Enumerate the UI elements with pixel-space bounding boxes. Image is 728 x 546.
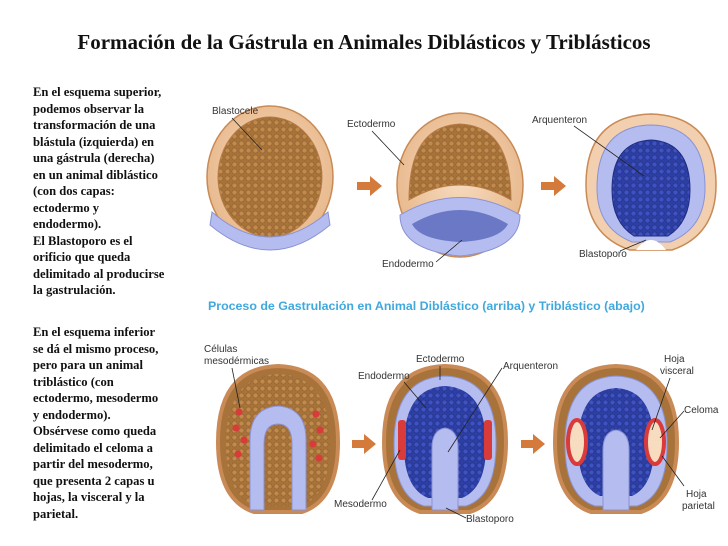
label-endodermo-top: Endodermo — [382, 259, 434, 270]
pointer-line — [371, 449, 401, 501]
text-line: ectodermo, mesodermo — [33, 391, 159, 405]
label-blastocele: Blastocele — [212, 106, 259, 117]
text-line: En el esquema superior, — [33, 85, 162, 99]
label-endodermo-bot: Endodermo — [358, 371, 410, 382]
label-ectodermo-bot: Ectodermo — [416, 354, 465, 365]
text-line: pero para un animal — [33, 358, 143, 372]
pointer-line — [661, 455, 685, 487]
pointer-line — [447, 367, 503, 453]
pointer-line — [619, 239, 647, 252]
pointer-line — [651, 377, 671, 431]
label-hoja-visceral-2: visceral — [660, 366, 694, 377]
label-arquenteron-top: Arquenteron — [532, 115, 587, 126]
text-line: la gastrulación. — [33, 283, 116, 297]
label-mesodermo: Mesodermo — [334, 499, 387, 510]
text-line: transformación de una — [33, 118, 156, 132]
text-line: delimitado el celoma a — [33, 440, 153, 455]
diagram-caption: Proceso de Gastrulación en Animal Diblás… — [208, 299, 645, 313]
text-line: El Blastoporo es el — [33, 233, 133, 248]
text-line: y endodermo). — [33, 407, 111, 422]
label-blastoporo-top: Blastoporo — [579, 249, 627, 260]
text-line: hojas, la visceral y la — [33, 490, 145, 504]
text-line: (con dos capas: — [33, 184, 115, 198]
paragraph-diblastic: En el esquema superior, podemos observar… — [33, 84, 164, 299]
label-celoma: Celoma — [684, 405, 719, 416]
early-gastrula-diagram — [396, 112, 524, 258]
pointer-line — [435, 239, 463, 263]
label-blastoporo-bot: Blastoporo — [466, 514, 514, 525]
label-hoja-parietal-1: Hoja — [686, 489, 707, 500]
text-line: podemos observar la — [33, 101, 145, 116]
pointer-line — [231, 117, 263, 151]
text-line: endodermo). — [33, 217, 102, 231]
right-arrow-icon — [521, 434, 545, 454]
triblastic-middle-diagram — [381, 363, 509, 514]
label-arquenteron-bot: Arquenteron — [503, 361, 558, 372]
right-arrow-icon — [541, 176, 566, 196]
text-line: que presenta 2 capas u — [33, 473, 155, 488]
text-line: se dá el mismo proceso, — [33, 341, 159, 356]
triblastic-early-diagram — [215, 363, 341, 514]
page-title: Formación de la Gástrula en Animales Dib… — [77, 30, 651, 54]
pointer-line — [403, 381, 427, 409]
pointer-line — [445, 507, 467, 519]
pointer-line — [659, 410, 685, 439]
pointer-line — [231, 367, 241, 409]
pointer-line — [371, 130, 405, 166]
right-arrow-icon — [352, 434, 376, 454]
label-celulas-2: mesodérmicas — [204, 356, 269, 367]
text-line: blástula (izquierda) en — [33, 134, 155, 149]
text-line: orificio que queda — [33, 250, 131, 264]
diblastic-gastrula-diagram — [585, 113, 717, 251]
triblastic-coelom-diagram — [552, 363, 680, 514]
text-line: partir del mesodermo, — [33, 457, 153, 471]
text-line: en un animal diblástico — [33, 167, 158, 182]
text-line: parietal. — [33, 506, 79, 521]
blastula-diagram — [206, 105, 334, 251]
label-ectodermo-top: Ectodermo — [347, 119, 396, 130]
text-line: ectodermo y — [33, 200, 100, 215]
label-celulas-1: Células — [204, 344, 237, 355]
paragraph-triblastic: En el esquema inferior se dá el mismo pr… — [33, 324, 158, 522]
right-arrow-icon — [357, 176, 382, 196]
text-line: En el esquema inferior — [33, 325, 156, 339]
label-hoja-visceral-1: Hoja — [664, 354, 685, 365]
text-line: triblástico (con — [33, 374, 114, 389]
text-line: una gástrula (derecha) — [33, 151, 155, 165]
label-hoja-parietal-2: parietal — [682, 501, 715, 512]
text-line: delimitado al producirse — [33, 266, 165, 281]
text-line: Obsérvese como queda — [33, 424, 157, 438]
pointer-line — [573, 125, 645, 177]
